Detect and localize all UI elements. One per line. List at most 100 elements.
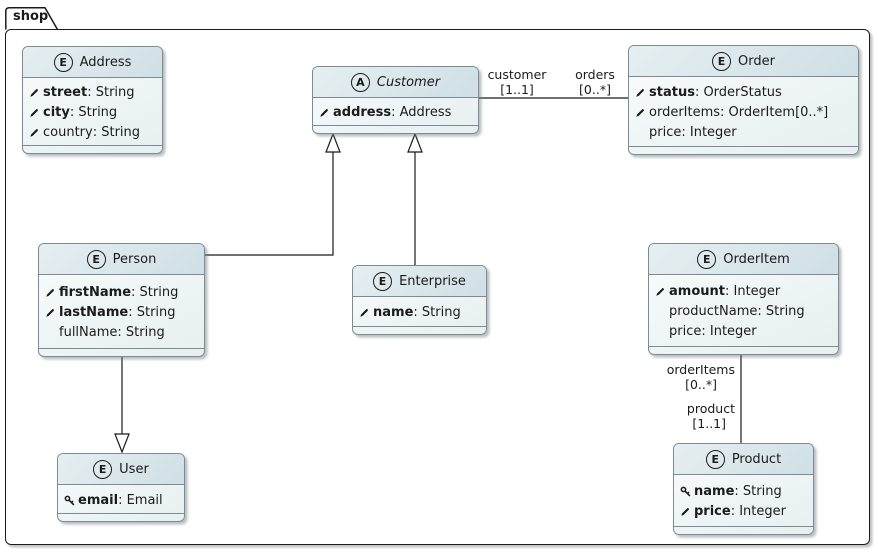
attribute-name: orderItems <box>649 105 721 120</box>
key-icon <box>64 495 78 506</box>
attribute-row: name : String <box>359 303 478 323</box>
entity-name: Enterprise <box>399 273 466 289</box>
entity-name: OrderItem <box>723 251 790 267</box>
entity-user: E User email : Email <box>57 453 185 522</box>
attribute-type: : String <box>131 285 179 300</box>
pencil-icon <box>319 108 333 118</box>
attribute-list: status : OrderStatus orderItems : OrderI… <box>629 77 858 146</box>
entity-name: Person <box>112 251 157 267</box>
pencil-icon <box>45 288 59 298</box>
cardinality-orderitems: [0..*] <box>685 377 717 392</box>
attribute-type: : String <box>128 305 176 320</box>
pencil-icon <box>635 88 649 98</box>
entity-person: E Person firstName : String lastName : S… <box>38 243 205 357</box>
entity-name: Address <box>79 54 132 70</box>
cardinality-customer: [1..1] <box>500 82 534 97</box>
role-label-product: product <box>686 401 735 416</box>
attribute-list: name : String <box>353 297 486 326</box>
entity-badge: E <box>705 449 725 469</box>
attribute-type: : String <box>117 325 165 340</box>
entity-header: E User <box>58 454 184 485</box>
attribute-row: street : String <box>29 83 154 103</box>
attribute-type: : Integer <box>724 284 781 299</box>
attribute-name: price <box>669 324 702 339</box>
attribute-name: price <box>694 504 731 519</box>
entity-product: E Product name : String price : Integer <box>673 443 814 535</box>
attribute-name: name <box>373 305 414 320</box>
cardinality-orders: [0..*] <box>579 82 611 97</box>
attribute-type: : String <box>734 484 782 499</box>
package-name: shop <box>13 9 49 24</box>
entity-header: A Customer <box>313 67 478 98</box>
entity-name: User <box>119 461 149 477</box>
entity-order: E Order status : OrderStatus orderItems … <box>628 45 859 155</box>
entity-footer <box>23 145 162 153</box>
attribute-row: price : Integer <box>655 322 830 342</box>
entity-badge: E <box>93 459 113 479</box>
attribute-name: fullName <box>59 325 118 340</box>
attribute-name: lastName <box>59 305 129 320</box>
attribute-name: city <box>43 105 70 120</box>
entity-badge: E <box>712 51 732 71</box>
attribute-list: firstName : String lastName : String ful… <box>39 275 204 348</box>
attribute-list: email : Email <box>58 485 184 513</box>
role-label-orderitems: orderItems <box>666 362 735 377</box>
role-label-customer: customer <box>487 67 547 82</box>
attribute-type: : Address <box>391 105 452 120</box>
pencil-icon <box>29 88 43 98</box>
pencil-icon <box>29 108 43 118</box>
entity-header: E Product <box>674 444 813 475</box>
entity-header: E Address <box>23 47 162 78</box>
role-label-orders: orders <box>575 67 615 82</box>
attribute-list: amount : Integer productName : String pr… <box>649 275 838 346</box>
attribute-type: : String <box>413 305 461 320</box>
attribute-type: : Integer <box>701 324 757 339</box>
attribute-name: email <box>78 492 119 508</box>
entity-header: E Order <box>629 46 858 77</box>
attribute-name: street <box>43 85 88 100</box>
entity-footer <box>674 526 813 534</box>
attribute-row: status : OrderStatus <box>635 83 850 103</box>
entity-badge: E <box>53 52 73 72</box>
entity-footer <box>649 346 838 354</box>
attribute-name: price <box>649 125 682 140</box>
entity-orderitem: E OrderItem amount : Integer productName… <box>648 243 839 355</box>
entity-badge: E <box>373 271 393 291</box>
attribute-type: : String <box>92 125 141 140</box>
attribute-type: : String <box>87 85 135 100</box>
cardinality-product: [1..1] <box>692 416 726 431</box>
attribute-row: price : Integer <box>680 502 805 522</box>
attribute-name: country <box>43 125 93 140</box>
entity-name: Order <box>738 53 775 69</box>
attribute-type: : OrderStatus <box>694 85 782 100</box>
attribute-name: amount <box>669 284 725 299</box>
attribute-row: name : String <box>680 482 805 502</box>
attribute-name: firstName <box>59 285 132 300</box>
entity-footer <box>629 146 858 154</box>
attribute-row: lastName : String <box>45 303 196 323</box>
entity-badge: E <box>697 249 717 269</box>
attribute-row: orderItems : OrderItem[0..*] <box>635 103 850 123</box>
attribute-row: firstName : String <box>45 283 196 303</box>
attribute-list: street : String city : String country : … <box>23 78 162 145</box>
attribute-row: price : Integer <box>635 123 850 143</box>
entity-header: E OrderItem <box>649 244 838 275</box>
attribute-name: address <box>333 105 392 120</box>
attribute-row: amount : Integer <box>655 282 830 302</box>
pencil-icon <box>680 507 694 517</box>
pencil-icon <box>655 287 669 297</box>
entity-badge: A <box>350 72 370 92</box>
attribute-row: email : Email <box>64 490 176 510</box>
entity-badge: E <box>86 249 106 269</box>
entity-footer <box>313 125 478 133</box>
entity-enterprise: E Enterprise name : String <box>352 265 487 335</box>
attribute-type: : Email <box>118 492 163 508</box>
attribute-type: : String <box>69 105 118 120</box>
attribute-name: productName <box>669 304 758 319</box>
entity-address: E Address street : String city : String … <box>22 46 163 154</box>
attribute-row: address : Address <box>319 103 470 123</box>
entity-footer <box>353 326 486 334</box>
attribute-type: : Integer <box>730 504 786 519</box>
attribute-list: address : Address <box>313 98 478 125</box>
